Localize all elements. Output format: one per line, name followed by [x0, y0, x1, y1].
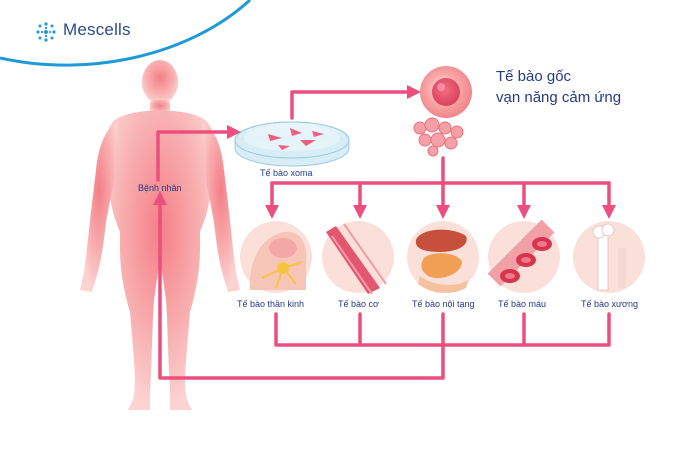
label-neuron-cell: Tế bào thần kinh: [237, 299, 305, 309]
label-bone-cell: Tế bào xương: [581, 299, 638, 309]
organ-cell-icon: [407, 221, 479, 293]
petri-dish-icon: [234, 121, 350, 167]
muscle-cell-icon: [322, 221, 394, 295]
label-patient: Bệnh nhân: [138, 183, 182, 193]
label-somatic-cell: Tế bào xoma: [260, 168, 313, 178]
mescells-logo-icon: [36, 22, 56, 42]
neuron-cell-icon: [240, 221, 312, 293]
label-muscle-cell: Tế bào cơ: [338, 299, 379, 309]
stem-cell-title: Tế bào gốc vạn năng cảm ứng: [496, 66, 621, 108]
connector-arrows: [153, 85, 616, 380]
cell-cluster-icon: [413, 117, 464, 157]
title-line-1: Tế bào gốc: [496, 68, 572, 85]
brand-name: Mescells: [63, 20, 131, 39]
bone-cell-icon: [573, 221, 645, 293]
brand: Mescells: [36, 20, 131, 40]
title-line-2: vạn năng cảm ứng: [496, 89, 622, 106]
patient-body: [80, 60, 240, 410]
label-blood-cell: Tế bào máu: [498, 299, 547, 309]
label-organ-cell: Tế bào nội tạng: [412, 299, 475, 309]
header-swoosh: [0, 0, 252, 68]
blood-cell-icon: [487, 219, 560, 293]
stem-cell-icon: [420, 66, 472, 118]
